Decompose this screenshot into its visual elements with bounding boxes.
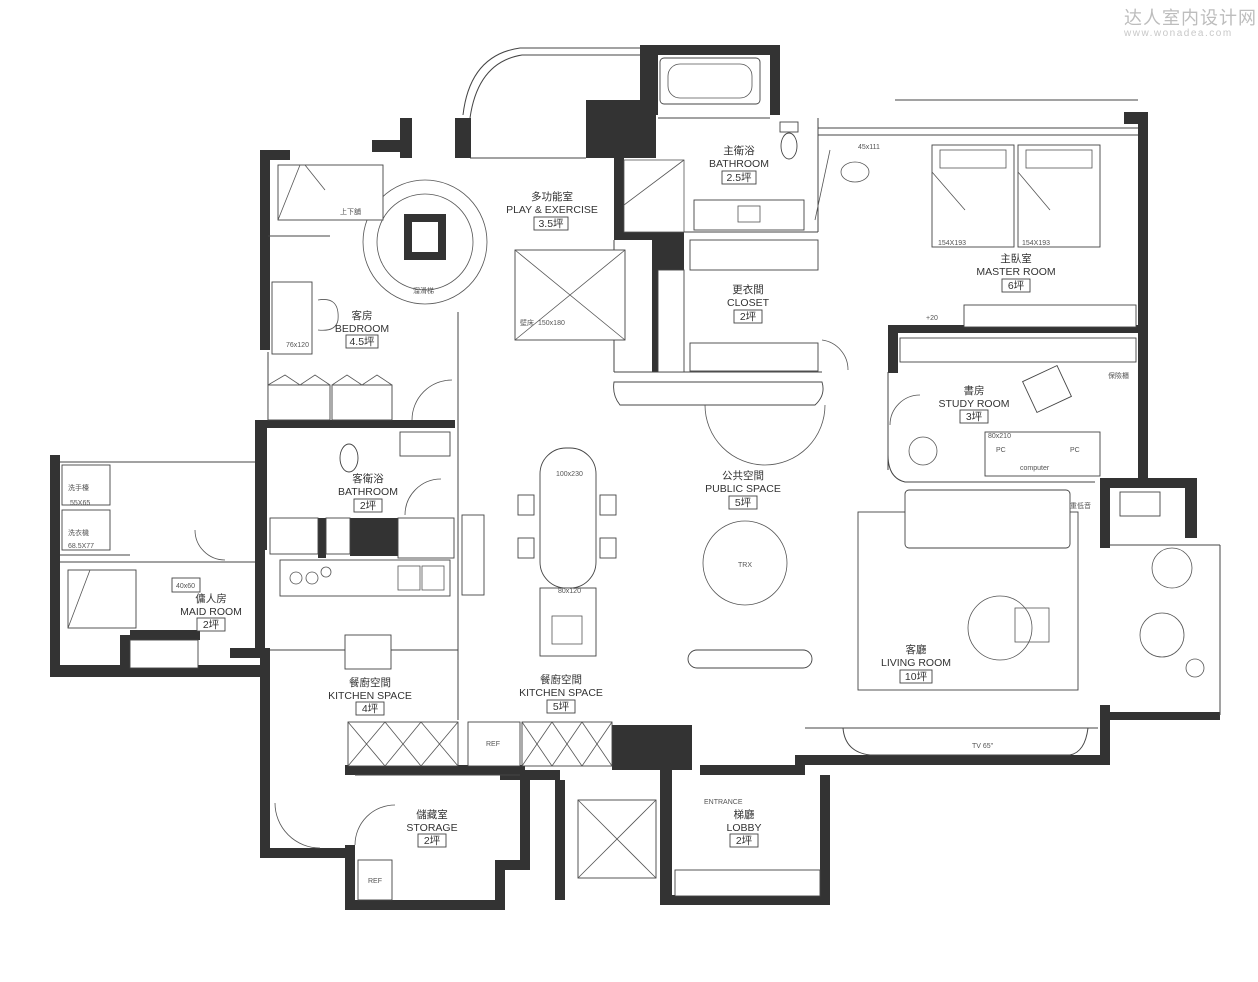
- watermark-url: www.wonadea.com: [1124, 28, 1233, 39]
- guest-bath-en: BATHROOM: [338, 486, 398, 498]
- kitchen-b-en: KITCHEN SPACE: [519, 687, 603, 699]
- watermark-site-name: 达人室内设计网: [1124, 8, 1257, 29]
- maid-area: 2坪: [203, 618, 220, 631]
- maid-bed-dim: 40x60: [176, 583, 195, 590]
- pc-left: PC: [996, 447, 1006, 454]
- pc-right: PC: [1070, 447, 1080, 454]
- lobby-cn: 梯廳: [734, 808, 755, 821]
- washer-label: 洗手檯: [68, 483, 89, 492]
- label-guest-bath: 客衛浴 BATHROOM 2坪: [338, 472, 398, 513]
- kitchen-a-en: KITCHEN SPACE: [328, 690, 412, 702]
- vanity-dim: 45x111: [858, 144, 880, 151]
- entrance-label: ENTRANCE: [704, 799, 743, 806]
- island-dim: 80x120: [558, 588, 581, 595]
- bunk-note: 上下舖: [340, 207, 361, 216]
- kitchen-a-cn: 餐廚空間: [349, 676, 391, 689]
- kitchen-b-area: 5坪: [553, 700, 570, 713]
- play-en: PLAY & EXERCISE: [506, 204, 598, 216]
- fixtures: [61, 57, 1205, 901]
- storage-area: 2坪: [424, 834, 441, 847]
- label-closet: 更衣間 CLOSET 2坪: [727, 283, 770, 324]
- ref-kitchen: REF: [486, 741, 500, 748]
- dryer-dim: 68.5X77: [68, 543, 94, 550]
- closet-area: 2坪: [740, 310, 757, 323]
- play-cn: 多功能室: [531, 190, 573, 203]
- low-cabinet-label: 重低音: [1070, 501, 1091, 510]
- maid-en: MAID ROOM: [180, 606, 242, 618]
- trx-label: TRX: [738, 562, 752, 569]
- living-area: 10坪: [905, 670, 928, 683]
- computer-label: computer: [1020, 465, 1050, 472]
- washer-dim: 55X65: [70, 500, 90, 507]
- guest-area: 4.5坪: [349, 335, 375, 348]
- lobby-en: LOBBY: [726, 822, 761, 834]
- label-storage: 儲藏室 STORAGE 2坪: [406, 808, 458, 848]
- label-study: 書房 STUDY ROOM 3坪: [939, 384, 1010, 424]
- master-bath-en: BATHROOM: [709, 158, 769, 170]
- play-dim: 150x180: [538, 320, 565, 327]
- label-maid: 傭人房 MAID ROOM 2坪: [180, 592, 242, 632]
- label-guest: 客房 BEDROOM 4.5坪: [335, 309, 389, 349]
- master-bath-cn: 主衛浴: [723, 144, 755, 157]
- play-area: 3.5坪: [538, 217, 564, 230]
- walls: [50, 45, 1220, 910]
- wall-bed-note: 壁床: [520, 318, 534, 327]
- label-kitchen-b: 餐廚空間 KITCHEN SPACE 5坪: [519, 673, 603, 714]
- guest-cn: 客房: [352, 309, 373, 322]
- kitchen-b-cn: 餐廚空間: [540, 673, 582, 686]
- public-area: 5坪: [735, 496, 752, 509]
- guest-bath-cn: 客衛浴: [352, 472, 384, 485]
- safe-label: 保險櫃: [1108, 371, 1129, 380]
- master-bath-area: 2.5坪: [726, 171, 752, 184]
- master-area: 6坪: [1008, 279, 1025, 292]
- annotations: 上下舖 溜滑梯 壁床 150x180 76x120 洗手檯 55X65 洗衣機 …: [68, 144, 1129, 885]
- closet-en: CLOSET: [727, 297, 770, 309]
- label-play: 多功能室 PLAY & EXERCISE 3.5坪: [506, 190, 598, 231]
- closet-cn: 更衣間: [732, 283, 764, 296]
- study-cn: 書房: [964, 384, 985, 397]
- maid-cn: 傭人房: [195, 592, 227, 605]
- study-en: STUDY ROOM: [939, 398, 1010, 410]
- bed-left-dim: 154X193: [938, 240, 966, 247]
- label-master-bath: 主衛浴 BATHROOM 2.5坪: [709, 144, 769, 185]
- label-living: 客廳 LIVING ROOM 10坪: [881, 643, 951, 684]
- bed-right-dim: 154X193: [1022, 240, 1050, 247]
- slide-note: 溜滑梯: [413, 286, 434, 295]
- label-lobby: 梯廳 LOBBY 2坪: [726, 808, 762, 848]
- master-en: MASTER ROOM: [976, 266, 1055, 278]
- living-en: LIVING ROOM: [881, 657, 951, 669]
- master-cn: 主臥室: [1000, 252, 1032, 265]
- guest-en: BEDROOM: [335, 323, 389, 335]
- study-desk-dim: 80x210: [988, 433, 1011, 440]
- dryer-label: 洗衣機: [68, 528, 89, 537]
- label-master: 主臥室 MASTER ROOM 6坪: [976, 252, 1056, 293]
- tv-label: TV 65": [972, 743, 994, 750]
- dining-dim: 100x230: [556, 471, 583, 478]
- kitchen-a-area: 4坪: [362, 702, 379, 715]
- study-area: 3坪: [966, 410, 983, 423]
- living-cn: 客廳: [906, 643, 927, 656]
- public-cn: 公共空間: [722, 469, 764, 482]
- guest-desk-dim: 76x120: [286, 342, 309, 349]
- lobby-area: 2坪: [736, 834, 753, 847]
- public-en: PUBLIC SPACE: [705, 483, 781, 495]
- storage-en: STORAGE: [406, 822, 457, 834]
- ref-storage: REF: [368, 878, 382, 885]
- partitions: [60, 47, 1221, 776]
- storage-cn: 儲藏室: [416, 808, 448, 821]
- label-kitchen-a: 餐廚空間 KITCHEN SPACE 4坪: [328, 676, 412, 716]
- guest-bath-area: 2坪: [360, 499, 377, 512]
- master-plus: +20: [926, 315, 938, 322]
- label-public: 公共空間 PUBLIC SPACE 5坪: [705, 469, 781, 510]
- room-labels: 多功能室 PLAY & EXERCISE 3.5坪 主衛浴 BATHROOM 2…: [180, 144, 1056, 848]
